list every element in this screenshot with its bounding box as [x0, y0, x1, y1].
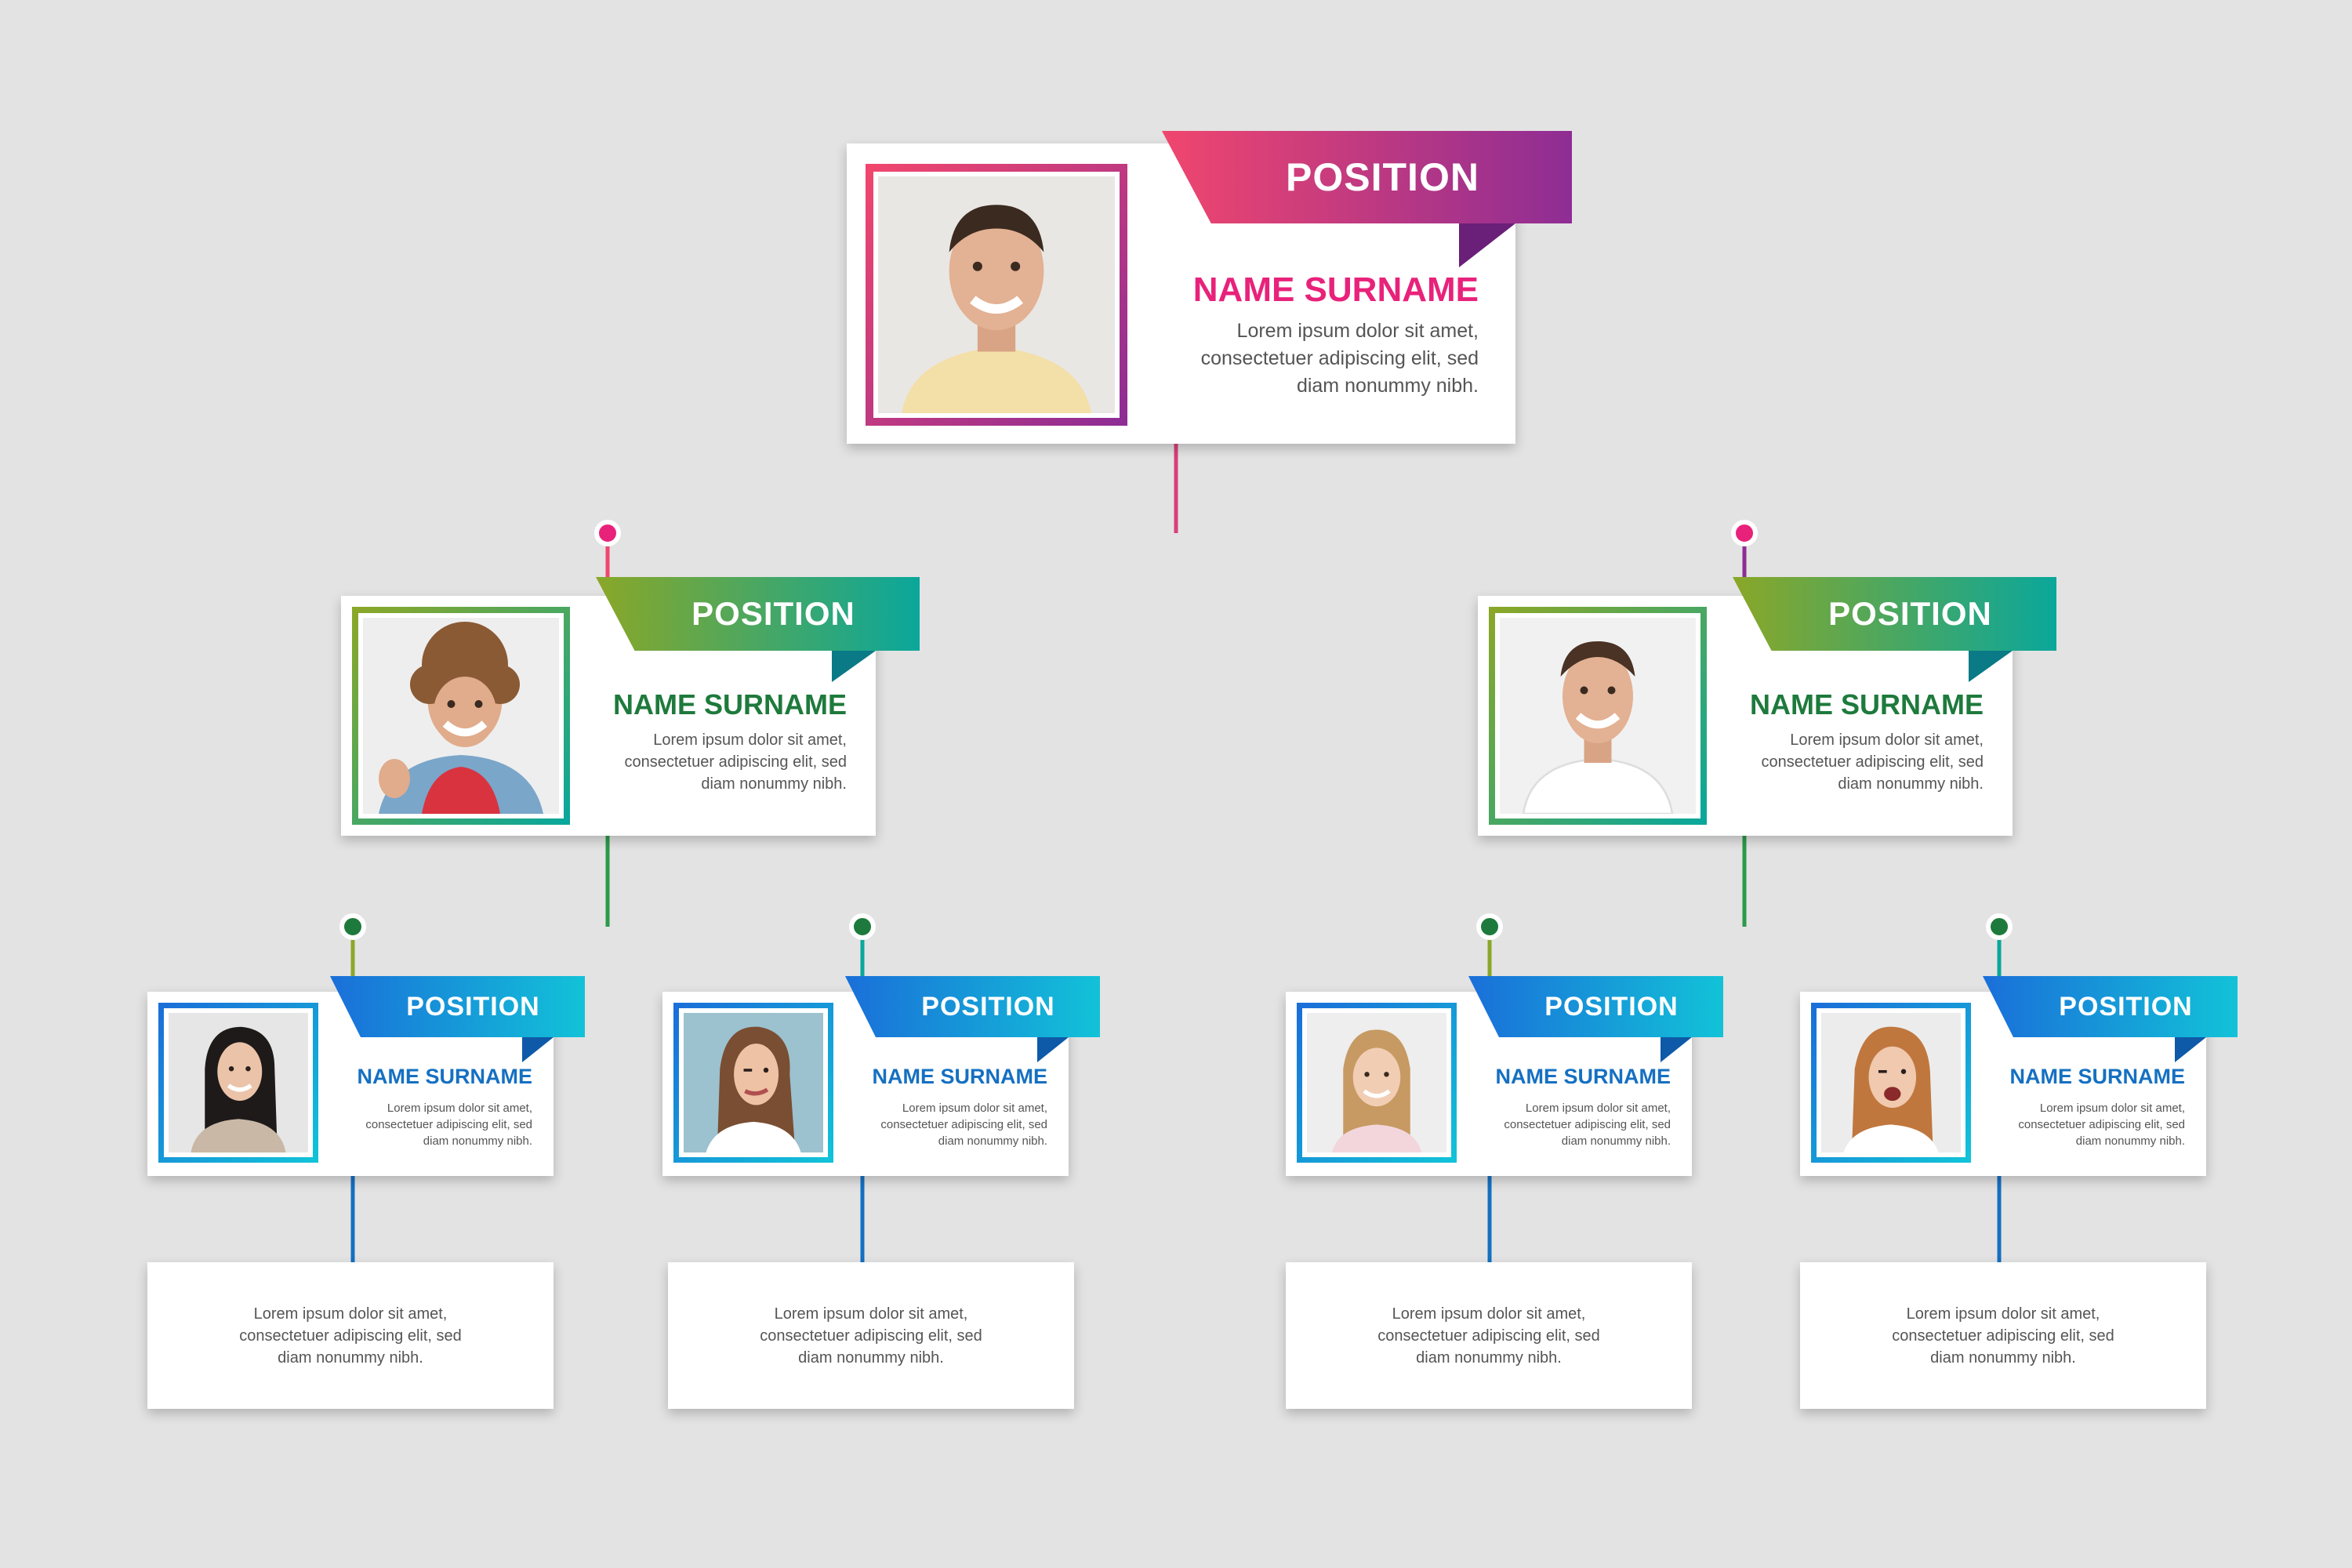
root-name: NAME SURNAME	[1192, 270, 1479, 309]
staff-4-position-tab: POSITION	[1983, 976, 2238, 1037]
staff-card-3[interactable]: POSITION NAME SURNAME Lorem ipsum dolor …	[1286, 976, 1723, 1176]
staff-2-description: Lorem ipsum dolor sit amet, consectetuer…	[880, 1102, 1047, 1148]
manager-right-position-label: POSITION	[1828, 595, 1992, 632]
root-card[interactable]: POSITION NAME SURNAME Lorem ipsum dolor …	[847, 131, 1572, 444]
root-photo-frame	[866, 164, 1127, 426]
staff-2-name: NAME SURNAME	[872, 1065, 1047, 1088]
staff-3-name: NAME SURNAME	[1495, 1065, 1671, 1088]
root-branch-dot-left	[594, 520, 621, 546]
manager-left-name: NAME SURNAME	[612, 688, 847, 720]
root-position-label: POSITION	[1286, 155, 1479, 199]
staff-3-photo-frame	[1297, 1003, 1457, 1163]
manager-left-position-tab: POSITION	[596, 577, 920, 651]
manager-card-right[interactable]: POSITION NAME SURNAME Lorem ipsum dolor …	[1478, 577, 2056, 836]
staff-1-tab-fold	[522, 1037, 554, 1062]
manager-right-position-tab: POSITION	[1733, 577, 2056, 651]
staff-2-tab-fold	[1037, 1037, 1069, 1062]
note-box-1[interactable]: Lorem ipsum dolor sit amet, consectetuer…	[147, 1262, 554, 1409]
manager-card-left[interactable]: POSITION NAME SURNAME Lorem ipsum dolor …	[341, 577, 920, 836]
staff-1-photo-frame	[158, 1003, 318, 1163]
staff-3-position-label: POSITION	[1544, 991, 1679, 1022]
staff-2-position-label: POSITION	[921, 991, 1055, 1022]
manager-left-tab-fold	[832, 651, 876, 682]
right-branch-dot-2	[1986, 913, 2013, 940]
manager-left-photo-frame	[352, 607, 570, 825]
staff-card-4[interactable]: POSITION NAME SURNAME Lorem ipsum dolor …	[1800, 976, 2238, 1176]
staff-2-position-tab: POSITION	[845, 976, 1100, 1037]
right-branch-dot-1	[1476, 913, 1503, 940]
staff-1-position-label: POSITION	[406, 991, 540, 1022]
root-position-tab: POSITION	[1162, 131, 1572, 223]
manager-left-position-label: POSITION	[691, 595, 855, 632]
woman-excited-photo	[1821, 1013, 1961, 1152]
left-branch-dot-2	[849, 913, 876, 940]
staff-4-photo-frame	[1811, 1003, 1971, 1163]
manager-left-description: Lorem ipsum dolor sit amet, consectetuer…	[624, 731, 848, 793]
staff-card-2[interactable]: POSITION NAME SURNAME Lorem ipsum dolor …	[662, 976, 1100, 1176]
staff-4-tab-fold	[2175, 1037, 2206, 1062]
staff-3-tab-fold	[1661, 1037, 1692, 1062]
staff-1-name: NAME SURNAME	[357, 1065, 532, 1088]
manager-right-name: NAME SURNAME	[1749, 688, 1984, 720]
note-box-3[interactable]: Lorem ipsum dolor sit amet, consectetuer…	[1286, 1262, 1692, 1409]
staff-card-1[interactable]: POSITION NAME SURNAME Lorem ipsum dolor …	[147, 976, 585, 1176]
root-branch-dot-right	[1731, 520, 1758, 546]
woman-winking-photo	[684, 1013, 823, 1152]
root-description: Lorem ipsum dolor sit amet, consectetuer…	[1200, 320, 1479, 397]
root-tab-fold	[1459, 223, 1515, 267]
manager-right-description: Lorem ipsum dolor sit amet, consectetuer…	[1761, 731, 1984, 793]
staff-4-name: NAME SURNAME	[2009, 1065, 2185, 1088]
man-smiling-photo	[878, 176, 1115, 413]
left-branch-dot-1	[339, 913, 366, 940]
staff-4-description: Lorem ipsum dolor sit amet, consectetuer…	[2018, 1102, 2185, 1148]
woman-dark-hair-photo	[169, 1013, 308, 1152]
staff-1-description: Lorem ipsum dolor sit amet, consectetuer…	[365, 1102, 532, 1148]
staff-1-position-tab: POSITION	[330, 976, 585, 1037]
man-white-shirt-photo	[1500, 618, 1696, 814]
staff-4-position-label: POSITION	[2059, 991, 2193, 1022]
staff-3-description: Lorem ipsum dolor sit amet, consectetuer…	[1504, 1102, 1671, 1148]
staff-2-photo-frame	[673, 1003, 833, 1163]
girl-smiling-photo	[1307, 1013, 1446, 1152]
manager-right-tab-fold	[1969, 651, 2013, 682]
note-box-2[interactable]: Lorem ipsum dolor sit amet, consectetuer…	[668, 1262, 1074, 1409]
curly-hair-man-photo	[363, 618, 559, 814]
staff-3-position-tab: POSITION	[1468, 976, 1723, 1037]
manager-right-photo-frame	[1489, 607, 1707, 825]
note-box-4[interactable]: Lorem ipsum dolor sit amet, consectetuer…	[1800, 1262, 2206, 1409]
